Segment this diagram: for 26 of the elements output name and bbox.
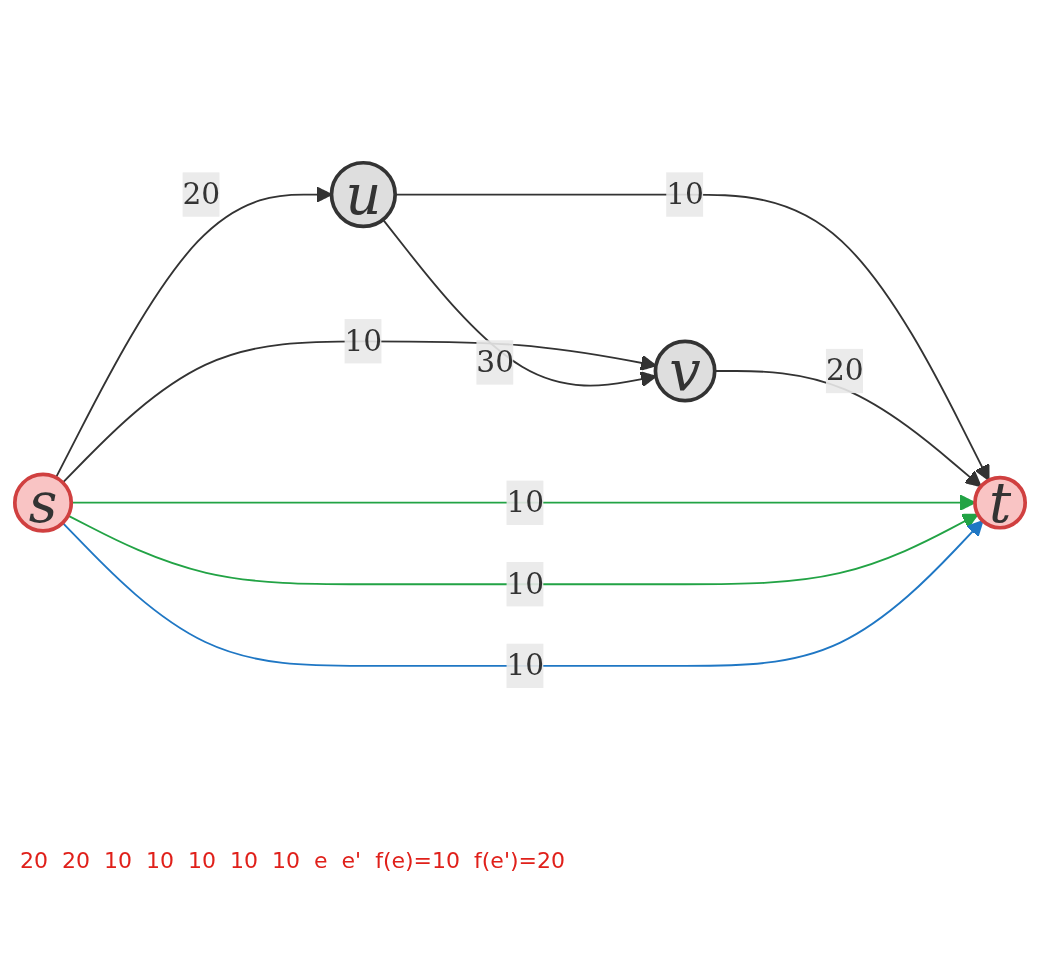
annotation-text: 20: [20, 848, 48, 873]
edge-label: 30: [476, 343, 515, 379]
annotation-text: e': [341, 848, 362, 873]
annotation-text: 10: [188, 848, 216, 873]
edge-label: 10: [666, 175, 704, 211]
node-circle: u: [329, 160, 397, 228]
edge-label: 10: [506, 483, 545, 519]
annotation-text: 20: [62, 848, 90, 873]
annotation-text: 10: [104, 848, 132, 873]
annotation-text: e: [314, 848, 328, 873]
node-circle: s: [13, 472, 74, 533]
edge-label: 10: [506, 646, 545, 683]
edge-label: 20: [825, 352, 864, 388]
arrow: [67, 513, 979, 585]
annotation-text: 10: [146, 848, 174, 873]
arrow: [61, 519, 984, 667]
annotation-text: 10: [230, 848, 258, 873]
annotation-text: 10: [272, 848, 300, 873]
annotation-text: f(e')=20: [474, 848, 565, 873]
arrow: [394, 193, 990, 481]
edge-label: 10: [506, 565, 545, 601]
node-circle: t: [973, 475, 1027, 530]
node-circle: v: [653, 339, 717, 403]
edge-label: 10: [344, 322, 383, 358]
edge-label: 20: [182, 175, 221, 211]
annotation-text: f(e)=10: [375, 848, 460, 873]
